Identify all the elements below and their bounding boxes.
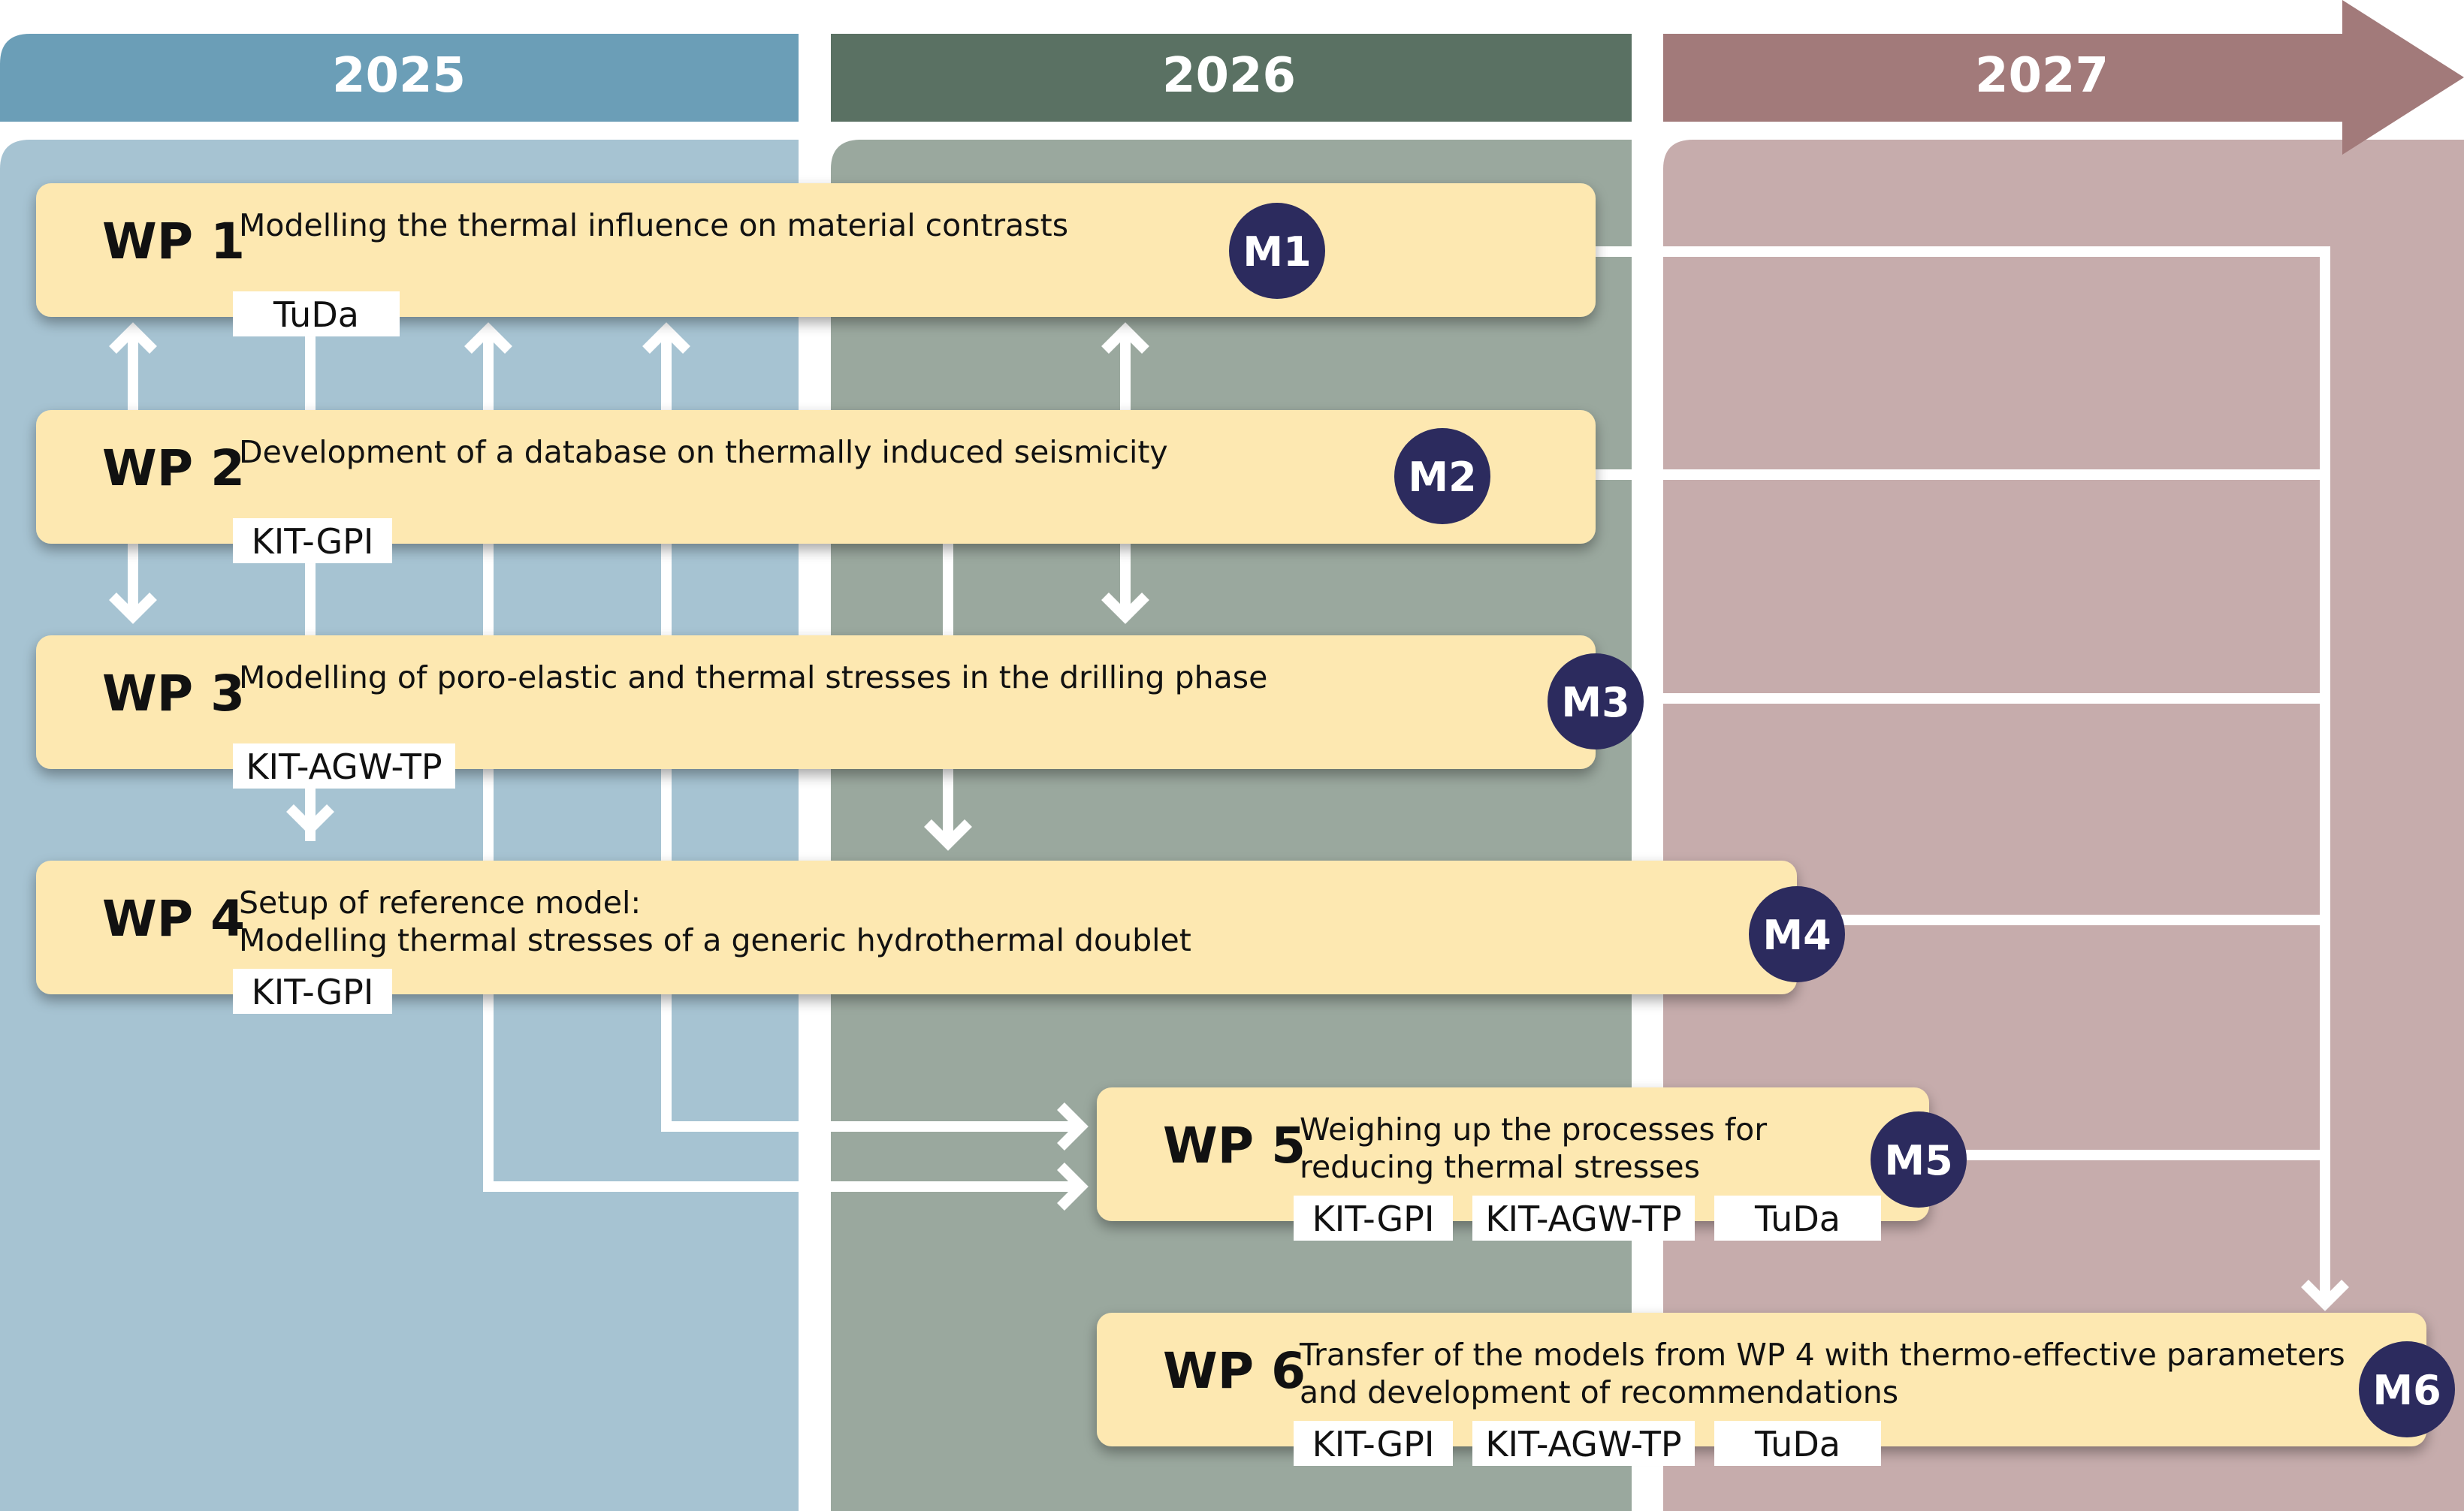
wp-description: Modelling of poro-elastic and thermal st… (239, 659, 1267, 695)
partner-label: KIT-AGW-TP (1472, 1196, 1695, 1241)
partner-label: KIT-GPI (1294, 1196, 1453, 1241)
svg-text:KIT-GPI: KIT-GPI (1312, 1199, 1435, 1239)
wp-description: Transfer of the models from WP 4 with th… (1299, 1337, 2345, 1410)
arrow-wp2-to-wp3-left (109, 541, 157, 624)
year-header-2026 (831, 34, 1632, 122)
milestone-m4: M4 (1749, 886, 1845, 982)
milestone-m3: M3 (1548, 653, 1644, 749)
svg-text:M4: M4 (1762, 912, 1831, 959)
wp-box (36, 410, 1596, 544)
milestone-m5: M5 (1871, 1111, 1967, 1208)
partner-label: TuDa (1714, 1196, 1881, 1241)
arrow-wp1-to-wp5-a (464, 322, 1089, 1211)
partner-label: KIT-AGW-TP (233, 743, 455, 789)
partner-label: KIT-GPI (1294, 1421, 1453, 1466)
milestone-collector (1595, 246, 2349, 1311)
year-label-2026: 2026 (1162, 48, 1296, 104)
partner-label: KIT-GPI (233, 518, 392, 563)
arrow-wp1-wp2-left (109, 322, 157, 413)
connectors (109, 246, 2349, 1311)
wp-description-line: Transfer of the models from WP 4 with th… (1299, 1337, 2345, 1373)
milestone-m6: M6 (2359, 1341, 2455, 1437)
wp-number: WP 6 (1163, 1342, 1306, 1400)
wp-description: Modelling the thermal influence on mater… (239, 207, 1068, 243)
partner-label: KIT-GPI (233, 969, 392, 1014)
svg-text:M1: M1 (1243, 228, 1311, 276)
wp-number: WP 3 (102, 665, 245, 722)
wp-box (1097, 1313, 2426, 1446)
wp-number: WP 2 (102, 439, 245, 497)
arrow-wp1-to-wp5-b (642, 322, 1089, 1151)
wp-description-line: Setup of reference model: (239, 885, 641, 921)
partner-label: KIT-AGW-TP (1472, 1421, 1695, 1466)
year-columns (0, 140, 2464, 1511)
wp-description: Setup of reference model:Modelling therm… (239, 885, 1191, 958)
milestone-m1: M1 (1229, 203, 1325, 299)
svg-text:KIT-AGW-TP: KIT-AGW-TP (246, 746, 442, 787)
wp-description: Development of a database on thermally i… (239, 434, 1168, 470)
svg-text:M2: M2 (1408, 454, 1476, 501)
svg-text:TuDa: TuDa (273, 294, 359, 335)
svg-text:KIT-GPI: KIT-GPI (252, 521, 374, 562)
year-label-2027: 2027 (1975, 48, 2109, 104)
wp-description-line: Modelling of poro-elastic and thermal st… (239, 659, 1267, 695)
svg-text:KIT-AGW-TP: KIT-AGW-TP (1485, 1199, 1681, 1239)
wp-number: WP 5 (1163, 1117, 1306, 1175)
wp-number: WP 4 (102, 890, 245, 948)
wp-description-line: Development of a database on thermally i… (239, 434, 1168, 470)
wp-number: WP 1 (102, 213, 245, 270)
partner-label: TuDa (1714, 1421, 1881, 1466)
svg-text:KIT-GPI: KIT-GPI (252, 972, 374, 1012)
wp-description-line: Modelling thermal stresses of a generic … (239, 922, 1191, 958)
year-header-2025 (0, 34, 799, 122)
svg-text:M3: M3 (1561, 679, 1629, 726)
svg-text:M5: M5 (1884, 1137, 1952, 1184)
wp-box (36, 183, 1596, 317)
column-bg-2027 (1663, 140, 2464, 1511)
year-headers: 2025 2026 2027 (0, 0, 2464, 155)
svg-text:TuDa: TuDa (1754, 1424, 1840, 1464)
svg-text:M6: M6 (2372, 1367, 2441, 1414)
svg-text:KIT-AGW-TP: KIT-AGW-TP (1485, 1424, 1681, 1464)
svg-text:TuDa: TuDa (1754, 1199, 1840, 1239)
wp-description-line: reducing thermal stresses (1300, 1149, 1700, 1185)
milestone-m2: M2 (1394, 428, 1490, 524)
wp-description-line: Weighing up the processes for (1300, 1111, 1767, 1148)
year-label-2025: 2025 (332, 48, 466, 104)
wp-box (1097, 1087, 1929, 1221)
wp-box (36, 635, 1596, 769)
wp-description-line: and development of recommendations (1300, 1374, 1898, 1410)
wp-box (36, 861, 1797, 994)
year-header-2027 (1663, 0, 2464, 155)
partner-label: TuDa (233, 291, 400, 336)
wp-description-line: Modelling the thermal influence on mater… (239, 207, 1068, 243)
svg-text:KIT-GPI: KIT-GPI (1312, 1424, 1435, 1464)
